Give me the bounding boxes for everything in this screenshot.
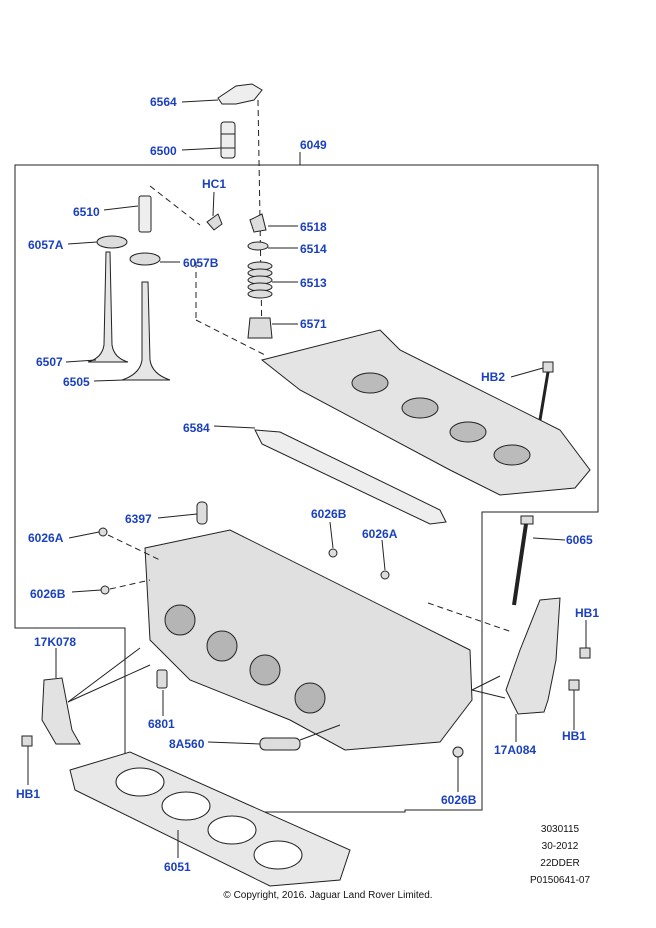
reference-line-1: 3030115	[540, 824, 580, 835]
label-6584: 6584	[183, 421, 210, 435]
label-6051: 6051	[164, 860, 191, 874]
label-6518: 6518	[300, 220, 327, 234]
spring-retainer-part	[247, 241, 269, 251]
head-gasket-part	[69, 751, 351, 887]
label-6507: 6507	[36, 355, 63, 369]
cam-carrier-gasket-part	[254, 429, 447, 525]
lash-adjuster-part	[220, 121, 236, 159]
sensor-6397-part	[196, 501, 208, 525]
label-hb1-right-top: HB1	[575, 606, 600, 620]
plug-6026b-left-part	[100, 585, 110, 595]
clip-hc1-part	[206, 213, 223, 231]
label-8a560: 8A560	[169, 737, 205, 751]
label-17k078: 17K078	[34, 635, 77, 649]
bolt-hb1-parts	[21, 647, 591, 747]
copyright-notice: © Copyright, 2016. Jaguar Land Rover Lim…	[223, 890, 433, 901]
bolt-hb2-part	[538, 361, 554, 421]
label-6510: 6510	[73, 205, 100, 219]
label-6026b-left: 6026B	[30, 587, 66, 601]
rocker-arm-part	[217, 83, 263, 105]
group-box-outline	[14, 164, 599, 813]
label-17a084: 17A084	[494, 743, 537, 757]
reference-line-2: 30-2012	[541, 841, 579, 852]
bracket-17k078-part	[41, 677, 81, 745]
valve-seal-a-part	[96, 235, 128, 249]
reference-line-4: P0150641-07	[529, 875, 591, 886]
valve-seal-b-part	[129, 252, 161, 266]
label-hc1: HC1	[202, 177, 227, 191]
bracket-17a084-part	[505, 597, 561, 715]
plug-6026a-right-part	[380, 570, 390, 580]
reference-line-3: 22DDER	[540, 858, 580, 869]
label-6057b: 6057B	[183, 256, 219, 270]
intake-valve-part	[87, 251, 129, 363]
label-6026b-top: 6026B	[311, 507, 347, 521]
label-6026a-right: 6026A	[362, 527, 398, 541]
cylinder-head-part	[144, 529, 473, 751]
label-6026b-bottom: 6026B	[441, 793, 477, 807]
valve-keepers-part	[249, 213, 267, 233]
head-bolt-part	[512, 515, 534, 606]
label-6049: 6049	[300, 138, 327, 152]
label-6571: 6571	[300, 317, 327, 331]
plug-6026b-top-part	[328, 548, 338, 558]
label-6397: 6397	[125, 512, 152, 526]
label-6505: 6505	[63, 375, 90, 389]
sensor-8a560-part	[259, 737, 301, 751]
label-6500: 6500	[150, 144, 177, 158]
label-6514: 6514	[300, 242, 327, 256]
exhaust-valve-part	[121, 281, 171, 381]
label-hb2: HB2	[481, 370, 506, 384]
label-6513: 6513	[300, 276, 327, 290]
label-6564: 6564	[150, 95, 177, 109]
label-6801: 6801	[148, 717, 175, 731]
valve-spring-part	[247, 261, 273, 299]
fitting-6801-part	[156, 669, 168, 689]
plug-6026a-left-part	[98, 527, 108, 537]
label-6026a-left: 6026A	[28, 531, 64, 545]
label-6057a: 6057A	[28, 238, 64, 252]
plug-6026b-bottom-part	[452, 746, 464, 758]
valve-guide-part	[138, 195, 152, 233]
label-6065: 6065	[566, 533, 593, 547]
valve-stem-seal-part	[247, 317, 273, 339]
label-hb1-left: HB1	[16, 787, 41, 801]
label-hb1-right-bottom: HB1	[562, 729, 587, 743]
leader-lines	[27, 99, 587, 858]
